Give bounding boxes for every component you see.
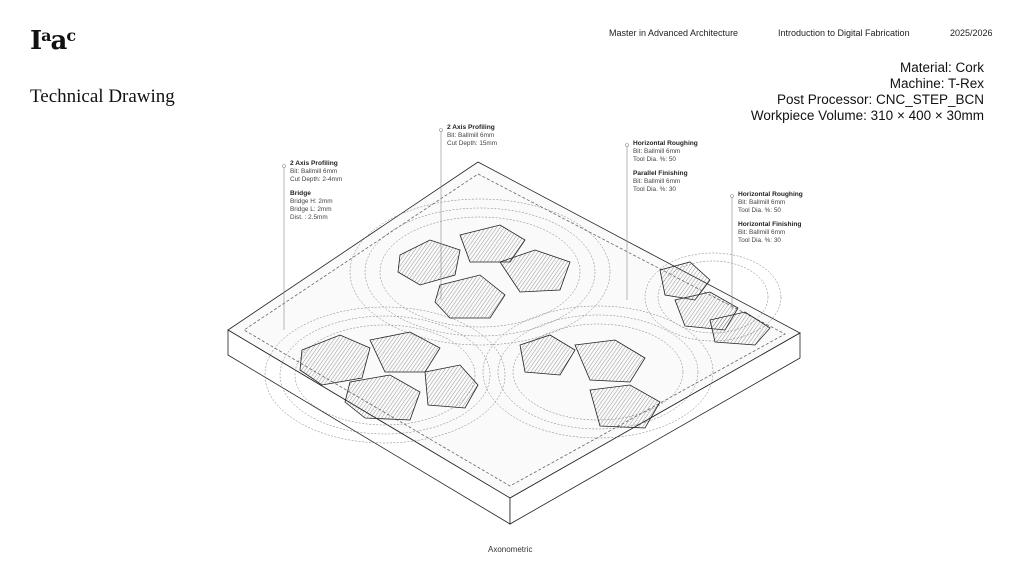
- annotation-line: Cut Depth: 2-4mm: [290, 176, 343, 183]
- course-name: Introduction to Digital Fabrication: [778, 28, 910, 38]
- drawing-caption: Axonometric: [488, 545, 533, 554]
- spec-post-processor: Post Processor: CNC_STEP_BCN: [776, 92, 984, 107]
- annotation-title: Horizontal Roughing: [738, 191, 803, 198]
- spec-workpiece-volume: Workpiece Volume: 310 × 400 × 30mm: [750, 108, 984, 123]
- annotation-title: 2 Axis Profiling: [447, 124, 495, 131]
- logo-part: a: [50, 26, 68, 56]
- annotation-line: Tool Dia. %: 50: [633, 156, 676, 163]
- academic-year: 2025/2026: [950, 28, 993, 38]
- annotation-line: Bit: Ballmill 6mm: [738, 199, 786, 206]
- annotation-line: Bit: Ballmill 6mm: [633, 148, 681, 155]
- annotation-title: Parallel Finishing: [633, 170, 688, 177]
- page-title: Technical Drawing: [30, 86, 175, 107]
- annotation-title: Horizontal Finishing: [738, 221, 802, 228]
- annotation-title: 2 Axis Profiling: [290, 160, 338, 167]
- annotation-roughing-parallel: Horizontal Roughing Bit: Ballmill 6mm To…: [633, 140, 698, 194]
- machining-specs: Material: Cork Machine: T-Rex Post Proce…: [751, 60, 984, 124]
- spec-material: Material: Cork: [899, 60, 984, 75]
- annotation-line: Tool Dia. %: 50: [738, 207, 781, 214]
- logo-part: a: [41, 26, 51, 45]
- spec-machine: Machine: T-Rex: [889, 76, 984, 91]
- annotation-2-axis-profiling-bridge: 2 Axis Profiling Bit: Ballmill 6mm Cut D…: [290, 160, 342, 222]
- cells: [299, 224, 771, 429]
- leader-lines: [282, 128, 734, 330]
- annotation-line: Tool Dia. %: 30: [738, 237, 781, 244]
- logo-part: I: [30, 26, 42, 56]
- logo-part: c: [66, 26, 76, 45]
- annotation-roughing-finishing: Horizontal Roughing Bit: Ballmill 6mm To…: [738, 191, 803, 245]
- annotation-line: Bridge H: 2mm: [290, 198, 333, 205]
- annotation-line: Tool Dia. %: 30: [633, 186, 676, 193]
- annotation-title: Bridge: [290, 190, 311, 197]
- annotation-line: Bit: Ballmill 6mm: [447, 132, 495, 139]
- annotation-line: Dist. : 2.5mm: [290, 214, 328, 221]
- annotation-line: Bridge L: 2mm: [290, 206, 332, 213]
- annotation-2-axis-profiling: 2 Axis Profiling Bit: Ballmill 6mm Cut D…: [447, 124, 497, 148]
- iaac-logo: Iaac: [30, 26, 76, 56]
- annotation-line: Cut Depth: 15mm: [447, 140, 498, 147]
- annotation-title: Horizontal Roughing: [633, 140, 698, 147]
- program-name: Master in Advanced Architecture: [609, 28, 739, 38]
- toolpath-contours: [264, 198, 782, 444]
- slab-right-side: [509, 332, 801, 525]
- annotation-line: Bit: Ballmill 6mm: [738, 229, 786, 236]
- annotation-line: Bit: Ballmill 6mm: [633, 178, 681, 185]
- annotation-line: Bit: Ballmill 6mm: [290, 168, 338, 175]
